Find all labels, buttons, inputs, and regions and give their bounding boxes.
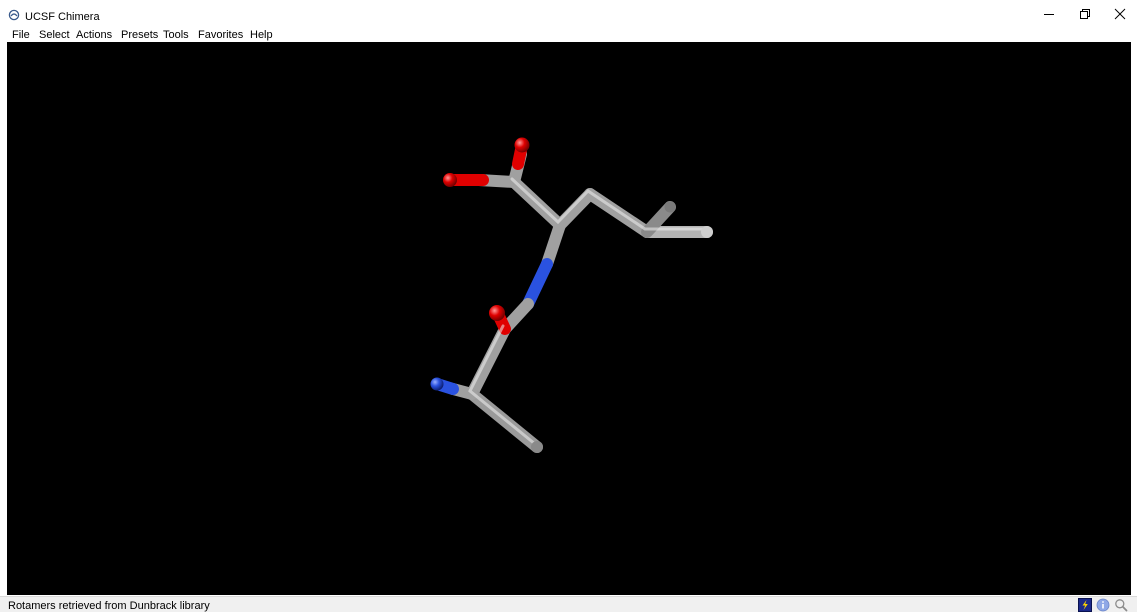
menu-select[interactable]: Select bbox=[39, 29, 70, 41]
menu-tools[interactable]: Tools bbox=[163, 29, 189, 41]
atom-nitrogen-terminal bbox=[430, 377, 444, 391]
zoom-icon[interactable] bbox=[1114, 598, 1128, 612]
restore-button[interactable] bbox=[1068, 0, 1102, 27]
info-icon[interactable] bbox=[1096, 598, 1110, 612]
menu-actions[interactable]: Actions bbox=[76, 29, 113, 41]
chimera-logo-icon bbox=[8, 9, 20, 21]
atom-carbon-end bbox=[664, 201, 676, 213]
menu-bar: File Select Actions Presets Tools Favori… bbox=[0, 27, 1137, 42]
title-bar: UCSF Chimera bbox=[0, 0, 1137, 27]
menu-file[interactable]: File bbox=[12, 29, 30, 41]
close-button[interactable] bbox=[1103, 0, 1137, 27]
bond-alpha-beta bbox=[554, 188, 596, 231]
window-title: UCSF Chimera bbox=[25, 11, 100, 23]
bond-n-amide bbox=[522, 258, 553, 310]
status-bar: Rotamers retrieved from Dunbrack library bbox=[0, 596, 1137, 612]
menu-help[interactable]: Help bbox=[250, 29, 273, 41]
graphics-viewport[interactable] bbox=[7, 42, 1131, 595]
restore-icon bbox=[1080, 8, 1090, 19]
minimize-button[interactable] bbox=[1032, 0, 1066, 27]
menu-favorites[interactable]: Favorites bbox=[198, 29, 244, 41]
bond-alpha-n bbox=[541, 219, 566, 270]
atom-carbon-end bbox=[701, 226, 713, 238]
bond-highlight bbox=[510, 177, 707, 231]
bond-highlight bbox=[468, 324, 537, 446]
status-message: Rotamers retrieved from Dunbrack library bbox=[8, 600, 210, 612]
molecule-model[interactable] bbox=[7, 42, 1131, 595]
close-icon bbox=[1114, 8, 1126, 19]
atom-oxygen-top bbox=[514, 137, 530, 153]
menu-presets[interactable]: Presets bbox=[121, 29, 159, 41]
atom-oxygen-mid bbox=[489, 305, 505, 321]
bond-carbonyl-c-ca2 bbox=[466, 323, 511, 400]
minimize-icon bbox=[1044, 13, 1054, 15]
atom-carbon-end bbox=[531, 441, 543, 453]
command-line-icon[interactable] bbox=[1078, 598, 1092, 612]
atom-oxygen-left bbox=[443, 173, 457, 187]
